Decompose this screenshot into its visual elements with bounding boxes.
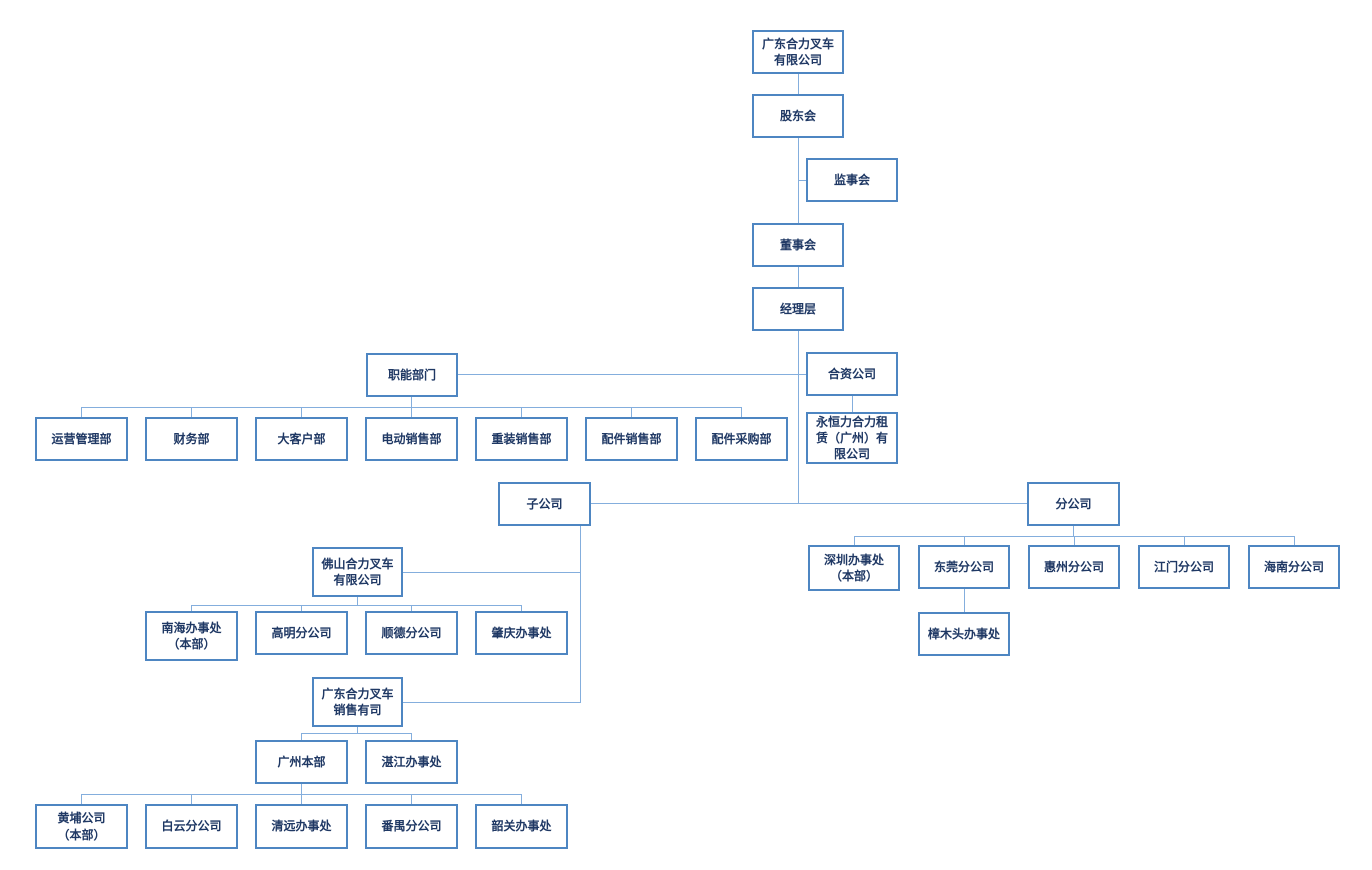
connector-foshan-stub xyxy=(521,605,522,611)
node-baiyun-branch: 白云分公司 xyxy=(145,804,238,849)
connector-board-management xyxy=(798,267,799,287)
node-nanhai-office: 南海办事处 （本部） xyxy=(145,611,238,661)
node-heavy-sales: 重装销售部 xyxy=(475,417,568,461)
node-jiangmen-branch: 江门分公司 xyxy=(1138,545,1230,589)
node-dongguan-branch: 东莞分公司 xyxy=(918,545,1010,589)
connector-gz-stub xyxy=(81,794,82,804)
connector-foshan-stub xyxy=(411,605,412,611)
connector-dept-stub xyxy=(301,407,302,417)
connector-branch-stub xyxy=(964,536,965,545)
connector-subsidiaries-trunk xyxy=(580,526,581,702)
node-subsidiaries: 子公司 xyxy=(498,482,591,526)
connector-gdsales-drop xyxy=(357,727,358,733)
node-panyu-branch: 番禺分公司 xyxy=(365,804,458,849)
node-gd-heli-sales: 广东合力叉车 销售有司 xyxy=(312,677,403,727)
node-jungheinrich-heli-leasing: 永恒力合力租 赁（广州）有 限公司 xyxy=(806,412,898,464)
connector-gdsales-stub xyxy=(411,733,412,740)
node-management: 经理层 xyxy=(752,287,844,331)
connector-guangzhou-drop xyxy=(301,784,302,794)
node-gaoming-branch: 高明分公司 xyxy=(255,611,348,655)
connector-hq-shareholders xyxy=(798,74,799,94)
connector-foshan-drop xyxy=(357,597,358,605)
connector-management-trunk xyxy=(798,331,799,503)
connector-dept-stub xyxy=(741,407,742,417)
node-guangzhou-hq: 广州本部 xyxy=(255,740,348,784)
node-board-of-directors: 董事会 xyxy=(752,223,844,267)
connector-jointventure-leasing xyxy=(852,396,853,412)
connector-branch-stub xyxy=(1184,536,1185,545)
connector-branches-drop xyxy=(1073,526,1074,536)
connector-gdsales-bus xyxy=(301,733,412,734)
node-zhangmutou-office: 樟木头办事处 xyxy=(918,612,1010,656)
connector-gz-stub xyxy=(191,794,192,804)
node-qingyuan-office: 清远办事处 xyxy=(255,804,348,849)
connector-dept-stub xyxy=(191,407,192,417)
node-supervisory-board: 监事会 xyxy=(806,158,898,202)
node-shareholders: 股东会 xyxy=(752,94,844,138)
connector-subsidiaries-branches xyxy=(591,503,1027,504)
node-operations-management: 运营管理部 xyxy=(35,417,128,461)
connector-foshan-stub xyxy=(191,605,192,611)
connector-gz-stub xyxy=(301,794,302,804)
connector-branch-stub xyxy=(854,536,855,545)
node-hainan-branch: 海南分公司 xyxy=(1248,545,1340,589)
connector-departments-bus xyxy=(81,407,742,408)
node-shaoguan-office: 韶关办事处 xyxy=(475,804,568,849)
connector-supervisory xyxy=(798,180,806,181)
connector-foshan-link xyxy=(403,572,581,573)
connector-functional-jointventure xyxy=(458,374,806,375)
connector-foshan-bus xyxy=(191,605,522,606)
node-shenzhen-office: 深圳办事处 （本部） xyxy=(808,545,900,591)
connector-gdsales-link xyxy=(403,702,581,703)
connector-dept-stub xyxy=(521,407,522,417)
node-branches: 分公司 xyxy=(1027,482,1120,526)
node-shunde-branch: 顺德分公司 xyxy=(365,611,458,655)
connector-gz-stub xyxy=(411,794,412,804)
node-functional-departments: 职能部门 xyxy=(366,353,458,397)
node-key-accounts: 大客户部 xyxy=(255,417,348,461)
connector-foshan-stub xyxy=(301,605,302,611)
node-huizhou-branch: 惠州分公司 xyxy=(1028,545,1120,589)
node-finance: 财务部 xyxy=(145,417,238,461)
node-zhaoqing-office: 肇庆办事处 xyxy=(475,611,568,655)
connector-branch-stub xyxy=(1294,536,1295,545)
connector-dept-stub xyxy=(81,407,82,417)
node-hq: 广东合力叉车 有限公司 xyxy=(752,30,844,74)
connector-branch-stub xyxy=(1074,536,1075,545)
connector-gz-stub xyxy=(521,794,522,804)
node-parts-procurement: 配件采购部 xyxy=(695,417,788,461)
connector-dongguan-zhangmutou xyxy=(964,589,965,612)
node-huangpu-company: 黄埔公司 （本部） xyxy=(35,804,128,849)
node-foshan-heli: 佛山合力叉车 有限公司 xyxy=(312,547,403,597)
node-zhanjiang-office: 湛江办事处 xyxy=(365,740,458,784)
connector-dept-stub xyxy=(631,407,632,417)
node-parts-sales: 配件销售部 xyxy=(585,417,678,461)
node-electric-sales: 电动销售部 xyxy=(365,417,458,461)
node-joint-venture: 合资公司 xyxy=(806,352,898,396)
connector-gdsales-stub xyxy=(301,733,302,740)
